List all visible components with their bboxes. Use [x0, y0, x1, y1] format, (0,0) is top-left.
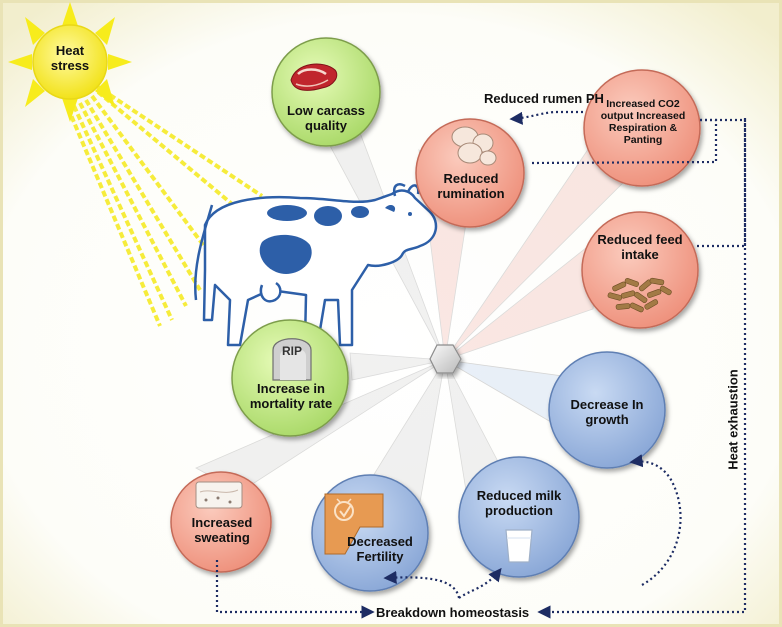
sun-rays [66, 83, 264, 327]
arrow-co2-to-rumination [509, 110, 583, 125]
arrow-breakdown-to-fertility [383, 570, 461, 599]
node-reduced-milk-production [458, 456, 580, 578]
node-label-reduced-milk: Reduced milk production [476, 488, 562, 518]
node-label-increased-sweating: Increased sweating [191, 515, 253, 545]
node-reduced-rumination [415, 118, 525, 228]
edge-label-reduced-rumen-ph: Reduced rumen PH [484, 91, 604, 106]
skin-sweat-icon [195, 481, 243, 509]
hub-hexagon [429, 344, 462, 374]
arrow-rumination-to-exhaustion-line [531, 130, 718, 165]
node-low-carcass-quality [271, 37, 381, 147]
edge-label-breakdown-homeostasis: Breakdown homeostasis [376, 605, 530, 620]
node-label-reduced-feed: Reduced feed intake [597, 232, 683, 262]
node-label-increased-co2: Increased CO2 output Increased Respirati… [600, 98, 686, 147]
fertility-flag-icon [324, 493, 384, 555]
connector-arrows [215, 110, 747, 619]
node-label-decrease-growth: Decrease In growth [570, 397, 644, 427]
arrow-breakdown-to-milk [458, 567, 502, 599]
tombstone-icon: RIP [272, 338, 312, 381]
node-increased-sweating [170, 471, 272, 573]
node-label-mortality: Increase in mortality rate [249, 381, 333, 411]
node-decreased-fertility [311, 474, 429, 592]
node-increase-mortality: RIP [231, 319, 349, 437]
tombstone-text: RIP [282, 344, 302, 358]
node-label-reduced-rumination: Reduced rumination [437, 171, 505, 201]
cow-illustration [194, 183, 438, 347]
milk-glass-icon [505, 529, 533, 563]
rumen-stomach-icon [451, 126, 497, 166]
steak-icon [290, 63, 338, 91]
feed-pellets-icon [607, 277, 672, 313]
edge-label-heat-exhaustion: Heat exhaustion [725, 369, 741, 470]
sun-label: Heat stress [50, 43, 90, 73]
node-label-low-carcass: Low carcass quality [286, 103, 366, 133]
arrow-co2-to-exhaustion [700, 118, 747, 246]
node-label-decreased-fertility: Decreased Fertility [347, 534, 413, 564]
node-increased-co2 [583, 69, 701, 187]
node-reduced-feed-intake [581, 211, 699, 329]
node-decrease-in-growth [548, 351, 666, 469]
sun-icon [8, 2, 132, 122]
arrow-sweating-to-breakdown [215, 560, 375, 619]
